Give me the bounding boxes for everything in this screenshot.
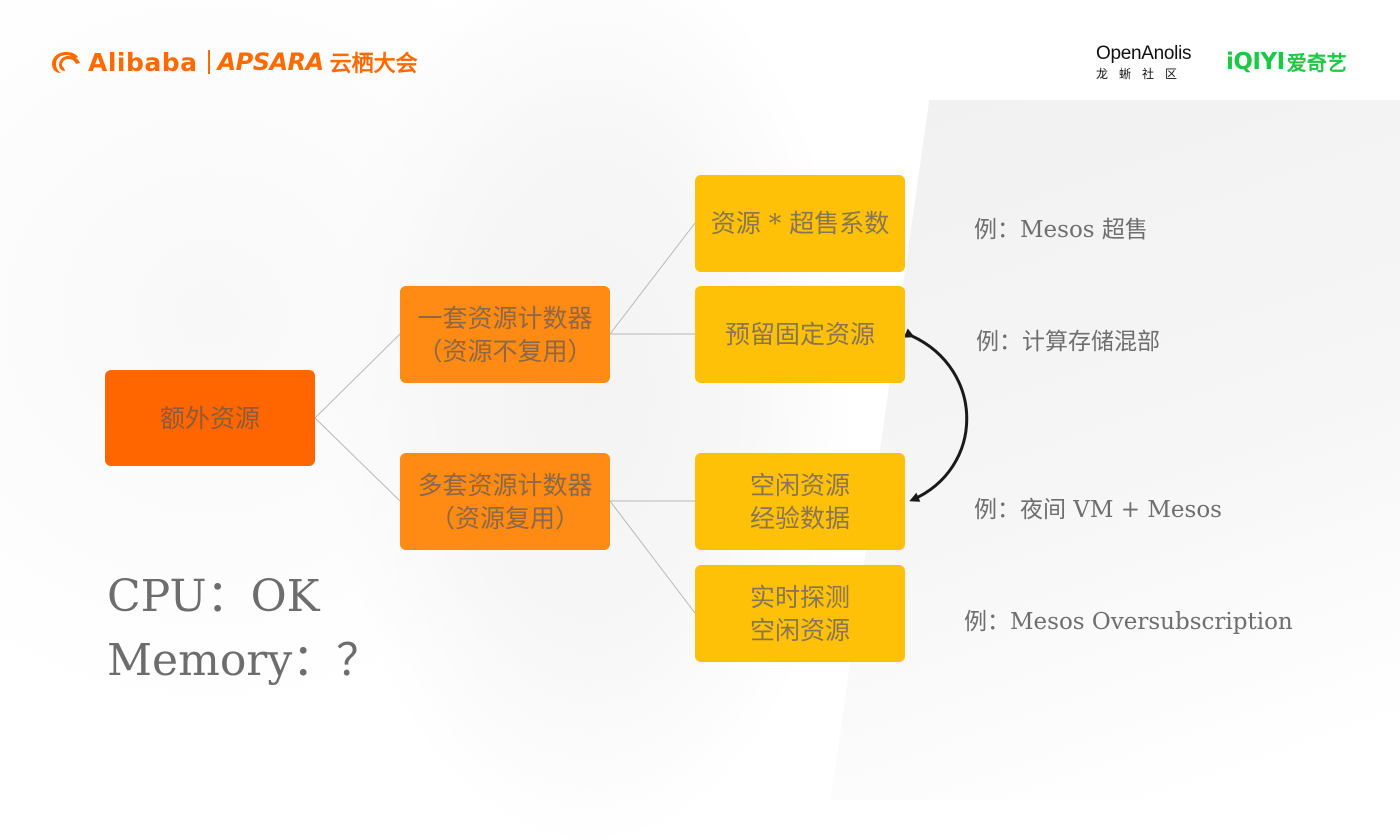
yunqi-wordmark: 云栖大会 xyxy=(329,52,418,77)
double-arrow-reserved-idle xyxy=(903,328,969,502)
apsara-wordmark: APSARA xyxy=(217,48,325,76)
note-memory: Memory：？ xyxy=(107,635,381,686)
alibaba-wordmark: Alibaba xyxy=(88,47,198,77)
reserved-box: 预留固定资源 xyxy=(695,286,905,383)
connector-multi-to-realtime xyxy=(609,500,696,614)
root-extra-resources: 额外资源 xyxy=(105,370,315,466)
oversell-label: 资源 * 超售系数 xyxy=(710,209,890,238)
oversell-box: 资源 * 超售系数 xyxy=(695,175,905,272)
multi-counter-box: 多套资源计数器 （资源复用） xyxy=(400,453,610,550)
iqiyi-logo: iQIYI 爱奇艺 xyxy=(1226,47,1347,76)
single-counter-box: 一套资源计数器 （资源不复用） xyxy=(400,286,610,383)
example-realtime: 例：Mesos Oversubscription xyxy=(964,609,1293,635)
realtime-detect-line2: 空闲资源 xyxy=(749,615,850,645)
example-reserved: 例：计算存储混部 xyxy=(976,329,1160,355)
openanolis-subtitle: 龙蜥社区 xyxy=(1096,67,1189,81)
diagram-connectors xyxy=(314,222,969,614)
example-idle-experience: 例：夜间 VM + Mesos xyxy=(974,497,1222,523)
iqiyi-cn-wordmark: 爱奇艺 xyxy=(1286,51,1347,75)
idle-experience-line2: 经验数据 xyxy=(749,503,850,533)
note-cpu: CPU：OK xyxy=(107,571,320,622)
connector-root-to-multi xyxy=(314,417,401,502)
idle-experience-line1: 空闲资源 xyxy=(749,470,850,500)
alibaba-apsara-logo: Alibaba APSARA 云栖大会 xyxy=(50,46,418,78)
idle-experience-box: 空闲资源 经验数据 xyxy=(695,453,905,550)
single-counter-line2: （资源不复用） xyxy=(417,336,593,366)
single-counter-line1: 一套资源计数器 xyxy=(417,303,593,333)
example-oversell: 例：Mesos 超售 xyxy=(974,217,1148,243)
multi-counter-line1: 多套资源计数器 xyxy=(417,470,593,500)
alibaba-icon xyxy=(52,52,80,73)
connector-single-to-oversell xyxy=(609,222,696,335)
realtime-detect-box: 实时探测 空闲资源 xyxy=(695,565,905,662)
reserved-label: 预留固定资源 xyxy=(724,320,875,349)
realtime-detect-line1: 实时探测 xyxy=(749,582,850,612)
root-label: 额外资源 xyxy=(159,403,260,433)
multi-counter-line2: （资源复用） xyxy=(429,503,580,533)
iqiyi-wordmark: iQIYI xyxy=(1226,48,1285,75)
openanolis-logo: OpenAnolis 龙蜥社区 xyxy=(1096,44,1200,82)
openanolis-wordmark: OpenAnolis xyxy=(1096,43,1192,64)
logo-separator xyxy=(207,50,210,74)
connector-root-to-single xyxy=(314,333,401,419)
